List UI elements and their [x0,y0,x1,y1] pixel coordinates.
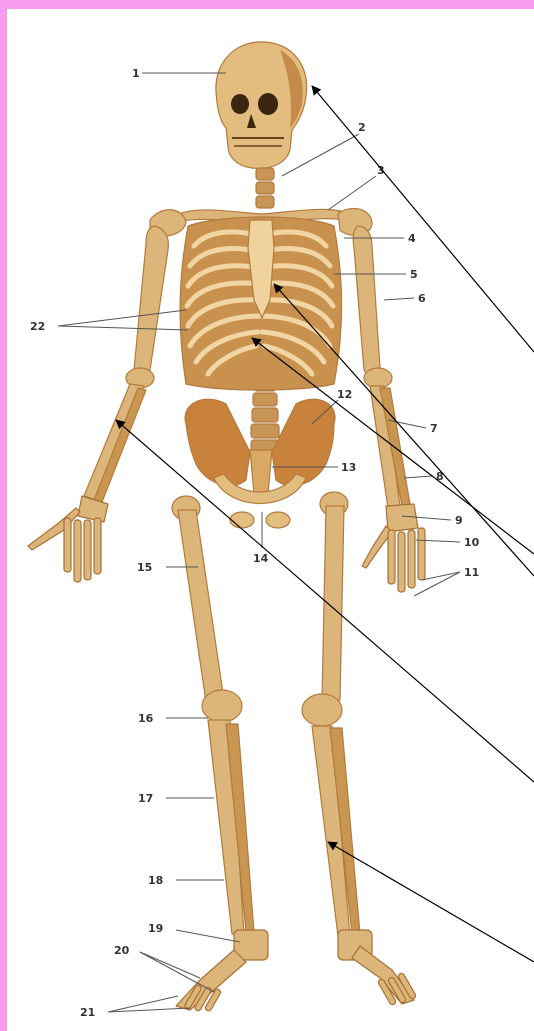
label-6: 6 [418,292,426,305]
label-14: 14 [253,552,269,565]
label-10: 10 [464,536,480,549]
label-18: 18 [148,874,163,887]
label-8: 8 [436,470,444,483]
label-11: 11 [464,566,479,579]
label-16: 16 [138,712,154,725]
label-7: 7 [430,422,438,435]
label-1: 1 [132,67,140,80]
label-19: 19 [148,922,163,935]
label-15: 15 [137,561,152,574]
label-20: 20 [114,944,130,957]
label-21: 21 [80,1006,95,1019]
label-22: 22 [30,320,45,333]
label-5: 5 [410,268,418,281]
label-13: 13 [341,461,356,474]
label-17: 17 [138,792,153,805]
label-4: 4 [408,232,416,245]
rib-cage [180,217,342,390]
label-12: 12 [337,388,352,401]
label-9: 9 [455,514,463,527]
label-2: 2 [358,121,366,134]
